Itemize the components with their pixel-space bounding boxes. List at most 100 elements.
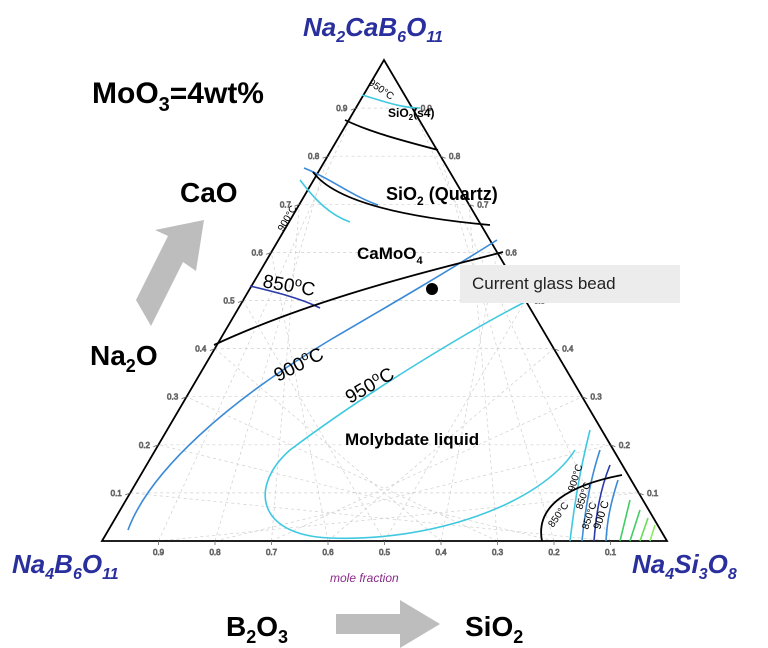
isotherm-850-label: 850oC (261, 268, 317, 301)
grid-line (638, 492, 644, 496)
grid-line (130, 492, 611, 542)
grid-line (581, 396, 588, 400)
grid-line (158, 444, 555, 542)
na2o-label: Na2O (90, 340, 158, 376)
tick-bottom: 0.5 (379, 548, 391, 557)
grid-line (209, 348, 215, 351)
isotherm-br-4 (605, 479, 619, 542)
mole-fraction-label: mole fraction (330, 571, 399, 585)
grid-line (271, 396, 583, 542)
tick-left: 0.9 (336, 104, 348, 113)
phase-s4-label: SiO2(s4) (388, 106, 434, 122)
tick-left: 0.5 (223, 297, 235, 306)
tick-bottom: 0.6 (322, 548, 334, 557)
grid-line (322, 155, 328, 159)
molybdate-liquid-label: Molybdate liquid (345, 430, 479, 449)
grid-line (271, 204, 300, 542)
tick-bottom: 0.8 (209, 548, 221, 557)
isotherm-950-small-label: 950°C (366, 77, 395, 102)
grid-line (181, 396, 187, 400)
tick-left: 0.3 (167, 393, 179, 402)
sio2-label: SiO2 (465, 611, 523, 647)
tick-right: 0.8 (449, 152, 461, 161)
grid-line (242, 300, 385, 542)
sio2-arrow (336, 600, 440, 648)
grid-line (214, 348, 442, 542)
tick-bottom: 0.7 (266, 548, 278, 557)
isotherm-br-2 (581, 449, 601, 542)
grid-line (440, 156, 555, 542)
callout-box (460, 265, 680, 303)
grid-line (440, 155, 446, 159)
tick-left: 0.4 (195, 345, 207, 354)
tick-right: 0.7 (477, 200, 489, 209)
ternary-grid (130, 107, 639, 542)
isotherm-br-1 (569, 429, 591, 542)
phase-boundaries (213, 119, 623, 542)
isotherm-br2-label: 850°C (546, 501, 571, 530)
grid-line (350, 107, 356, 111)
phase-camoo4-label: CaMoO4 (357, 244, 424, 267)
tick-right: 0.1 (647, 489, 659, 498)
isotherm-900-small-left (299, 179, 351, 223)
isotherm-950-loop (264, 301, 576, 540)
tick-right: 0.3 (591, 393, 603, 402)
isotherm-quartz-left (303, 167, 379, 206)
grid-line (610, 444, 616, 448)
boundary-camoo4 (213, 251, 504, 346)
tick-left: 0.7 (280, 200, 292, 209)
tick-right: 0.9 (421, 104, 433, 113)
tick-right: 0.6 (506, 248, 518, 257)
grid-line (125, 492, 131, 496)
tick-right: 0.2 (619, 441, 631, 450)
isotherm-br-6 (629, 509, 641, 542)
isotherm-900-label: 900oC (269, 341, 327, 386)
isotherm-br-5 (619, 499, 631, 542)
vertex-top-label: Na2CaB6O11 (303, 12, 443, 46)
grid-line (411, 107, 611, 542)
boundary-bottom-right (540, 474, 623, 542)
grid-line (468, 204, 498, 542)
grid-line (294, 203, 300, 207)
phase-quartz-label: SiO2 (Quartz) (386, 184, 498, 208)
grid-line (553, 348, 559, 351)
cao-arrow (136, 220, 204, 326)
tick-bottom: 0.9 (153, 548, 165, 557)
vertex-right-label: Na4Si3O8 (632, 549, 737, 583)
tick-marks: 0.9 0.1 0.1 0.8 0.2 0.2 0.7 0.3 0.3 0.6 0.4 0.4 0.5 0… (110, 104, 659, 558)
glass-bead-label: Current glass bead (472, 274, 616, 293)
grid-line (158, 107, 357, 542)
boundary-s4 (344, 119, 439, 151)
isotherm-br-8 (649, 524, 656, 542)
boundary-quartz (312, 171, 491, 226)
vertex-left-label: Na4B6O11 (12, 549, 119, 583)
grid-line (158, 492, 639, 542)
composition-label: MoO3=4wt% (92, 77, 264, 116)
grid-line (266, 252, 272, 255)
isotherm-br-7 (639, 517, 649, 542)
grid-line (468, 203, 475, 207)
tick-left: 0.2 (139, 441, 151, 450)
tick-bottom: 0.3 (492, 548, 504, 557)
grid-line (384, 300, 526, 542)
tick-bottom: 0.2 (548, 548, 560, 557)
grid-line (237, 300, 244, 303)
isotherm-900-main (127, 239, 498, 531)
grid-line (440, 252, 498, 542)
tick-bottom: 0.4 (435, 548, 447, 557)
tick-left: 0.8 (308, 152, 320, 161)
cao-label: CaO (180, 177, 238, 208)
grid-line (270, 252, 329, 542)
glass-bead-marker (426, 283, 438, 295)
tick-left: 0.1 (111, 489, 123, 498)
tick-left: 0.6 (252, 248, 264, 257)
isotherm-950-label: 950oC (341, 361, 399, 408)
b2o3-label: B2O3 (226, 611, 288, 647)
grid-line (186, 396, 498, 542)
tick-bottom: 0.1 (605, 548, 617, 557)
grid-line (153, 444, 159, 448)
tick-right: 0.4 (562, 345, 574, 354)
isotherm-950-top (361, 94, 421, 109)
isotherm-br-3 (593, 464, 611, 542)
